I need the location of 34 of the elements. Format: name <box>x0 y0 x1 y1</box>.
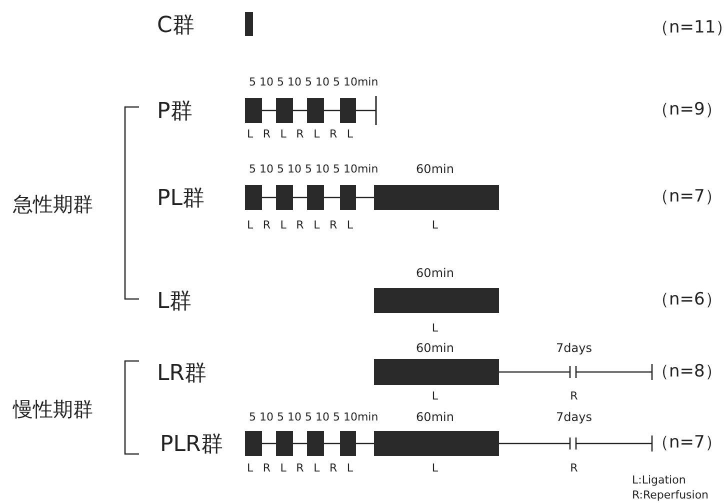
interval-label: 5 10 5 10 5 10 5 10min <box>249 412 378 422</box>
legend-note: L:Ligation <box>632 474 686 486</box>
duration-label: 60min <box>416 411 454 423</box>
interval-label: 5 10 5 10 5 10 5 10min <box>249 164 378 174</box>
interval-label: 5 10 5 10 5 10 5 10min <box>249 76 378 88</box>
duration-label: 7days <box>556 342 592 354</box>
sample-size-label: （n=11） <box>652 20 726 36</box>
sample-size-label: （n=9） <box>652 102 722 118</box>
group-label: P群 <box>157 101 192 123</box>
group-label: L群 <box>157 291 192 313</box>
step-label: L <box>432 462 438 474</box>
group-label: PL群 <box>157 188 205 210</box>
step-label: R <box>570 462 578 474</box>
duration-label: 7days <box>556 411 592 423</box>
group-label: C群 <box>157 15 194 37</box>
duration-label: 60min <box>416 267 454 279</box>
duration-label: 60min <box>416 342 454 354</box>
step-label: L <box>432 390 438 402</box>
sample-size-label: （n=7） <box>652 188 722 206</box>
sample-size-label: （n=6） <box>652 292 722 308</box>
step-label: R <box>570 390 578 402</box>
legend-note: R:Reperfusion <box>632 490 709 500</box>
step-label: L <box>432 220 438 230</box>
step-sequence-label: L R L R L R L <box>247 128 353 140</box>
phase-group-label: 急性期群 <box>13 194 93 214</box>
duration-label: 60min <box>416 163 454 175</box>
group-label: PLR群 <box>160 434 223 456</box>
step-label: L <box>432 322 438 334</box>
phase-group-label: 慢性期群 <box>13 399 93 419</box>
step-sequence-label: L R L R L R L <box>247 220 353 230</box>
sample-size-label: （n=8） <box>652 364 722 380</box>
sample-size-label: （n=7） <box>652 434 722 452</box>
group-label: LR群 <box>157 363 207 385</box>
step-sequence-label: L R L R L R L <box>247 462 353 474</box>
